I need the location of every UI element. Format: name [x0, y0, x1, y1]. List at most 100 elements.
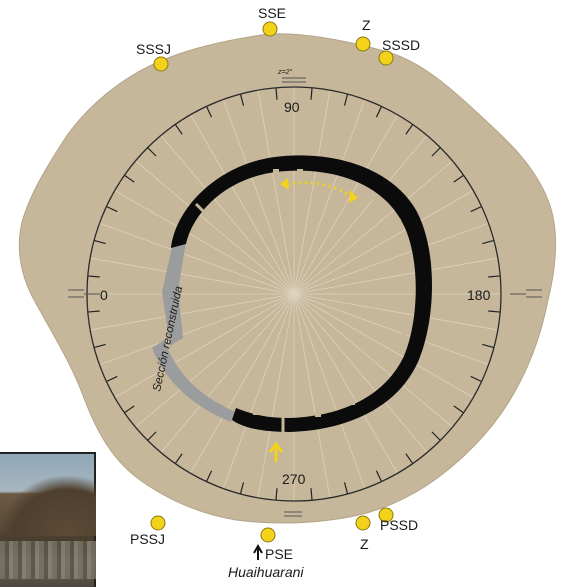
degree-tick	[239, 482, 245, 495]
wall-notch	[375, 381, 381, 387]
degree-tick	[147, 431, 157, 441]
degree-tick	[470, 375, 482, 383]
radial-line	[135, 293, 295, 428]
degree-tick	[205, 470, 213, 482]
radial-line	[293, 293, 331, 498]
label-sssd: SSSD	[382, 37, 420, 53]
wall-notch	[373, 195, 379, 201]
degree-tick	[275, 87, 278, 100]
wall-notch	[395, 219, 401, 225]
wall-notch	[405, 257, 411, 263]
right-axis-mark	[510, 289, 542, 298]
wall-notch	[297, 169, 303, 175]
marker-z-bottom-icon	[355, 515, 371, 531]
radial-line	[222, 293, 295, 489]
radial-line	[90, 293, 295, 331]
wall-notch	[349, 399, 355, 405]
radial-line	[114, 293, 295, 398]
wall-notch	[341, 181, 347, 187]
degree-tick	[147, 147, 157, 157]
label-270: 270	[282, 471, 306, 487]
reconstructed-wall-lower	[152, 340, 236, 422]
label-huaihuarani: Huaihuarani	[228, 564, 304, 580]
entrance-arrow-icon	[268, 441, 284, 462]
degree-tick	[87, 310, 100, 313]
bottom-axis-mark	[284, 511, 302, 517]
wall-gap	[194, 202, 208, 216]
label-sse: SSE	[258, 5, 286, 21]
degree-tick	[453, 174, 464, 183]
radial-line	[99, 293, 295, 366]
scale-label: z=2°	[277, 68, 292, 76]
degree-tick	[93, 239, 106, 245]
photo-stone-wall	[0, 541, 96, 579]
marker-sssj-icon	[153, 56, 169, 72]
sun-path-head-icon	[280, 178, 289, 190]
label-pse: PSE	[265, 546, 293, 562]
radial-line	[293, 293, 498, 331]
marker-pssd-icon	[378, 507, 394, 523]
label-z-top: Z	[362, 17, 371, 33]
degree-tick	[124, 174, 135, 183]
radial-line	[293, 257, 498, 295]
radial-line	[257, 90, 295, 295]
label-90: 90	[284, 99, 300, 115]
radial-line	[293, 293, 489, 366]
wall-notch	[319, 173, 325, 179]
wall-notches	[253, 169, 413, 417]
degree-tick	[482, 343, 495, 349]
radial-line	[293, 293, 474, 398]
marker-sse-icon	[262, 21, 278, 37]
degree-tick	[470, 205, 482, 213]
landscape-photo	[0, 452, 96, 587]
radial-line	[293, 135, 428, 295]
radial-line	[222, 99, 295, 295]
radial-line	[293, 114, 398, 295]
wall-notch	[407, 297, 413, 303]
degree-tick	[405, 124, 414, 135]
radial-line	[160, 135, 295, 295]
pse-arrow-icon	[253, 543, 263, 560]
degree-tick	[343, 482, 349, 495]
degree-tick	[174, 124, 183, 135]
radial-line	[114, 190, 295, 295]
label-sssj: SSSJ	[136, 41, 171, 57]
wall-notch	[401, 333, 407, 339]
radial-line	[190, 114, 295, 295]
wall-notch	[253, 409, 259, 415]
sun-path-tail-icon	[349, 190, 358, 203]
radial-line	[135, 160, 295, 295]
radial-line	[293, 90, 331, 295]
radial-line	[293, 222, 489, 295]
degree-tick	[106, 375, 118, 383]
radial-lines	[87, 87, 501, 501]
label-180: 180	[467, 287, 491, 303]
radial-line	[293, 160, 453, 295]
degree-tick	[482, 239, 495, 245]
scale-bar	[282, 77, 306, 83]
radial-line	[257, 293, 295, 498]
label-z-bottom: Z	[360, 536, 369, 552]
reconstructed-wall	[162, 242, 186, 346]
degree-tick	[124, 405, 135, 414]
marker-pse-icon	[260, 527, 276, 543]
degree-tick	[205, 106, 213, 118]
marker-sssd-icon	[378, 50, 394, 66]
degree-tick	[375, 470, 383, 482]
radial-line	[90, 257, 295, 295]
label-pssj: PSSJ	[130, 531, 165, 547]
degree-tick	[405, 453, 414, 464]
marker-pssj-icon	[150, 515, 166, 531]
label-pssd: PSSD	[380, 517, 418, 533]
degree-tick	[343, 93, 349, 106]
wall-notch	[273, 169, 279, 175]
radial-line	[190, 293, 295, 474]
sun-path-icon	[287, 181, 353, 199]
degree-tick	[453, 405, 464, 414]
degree-tick	[239, 93, 245, 106]
degree-tick	[106, 205, 118, 213]
marker-z-top-icon	[355, 36, 371, 52]
degree-tick	[488, 310, 501, 313]
radial-line	[160, 293, 295, 453]
